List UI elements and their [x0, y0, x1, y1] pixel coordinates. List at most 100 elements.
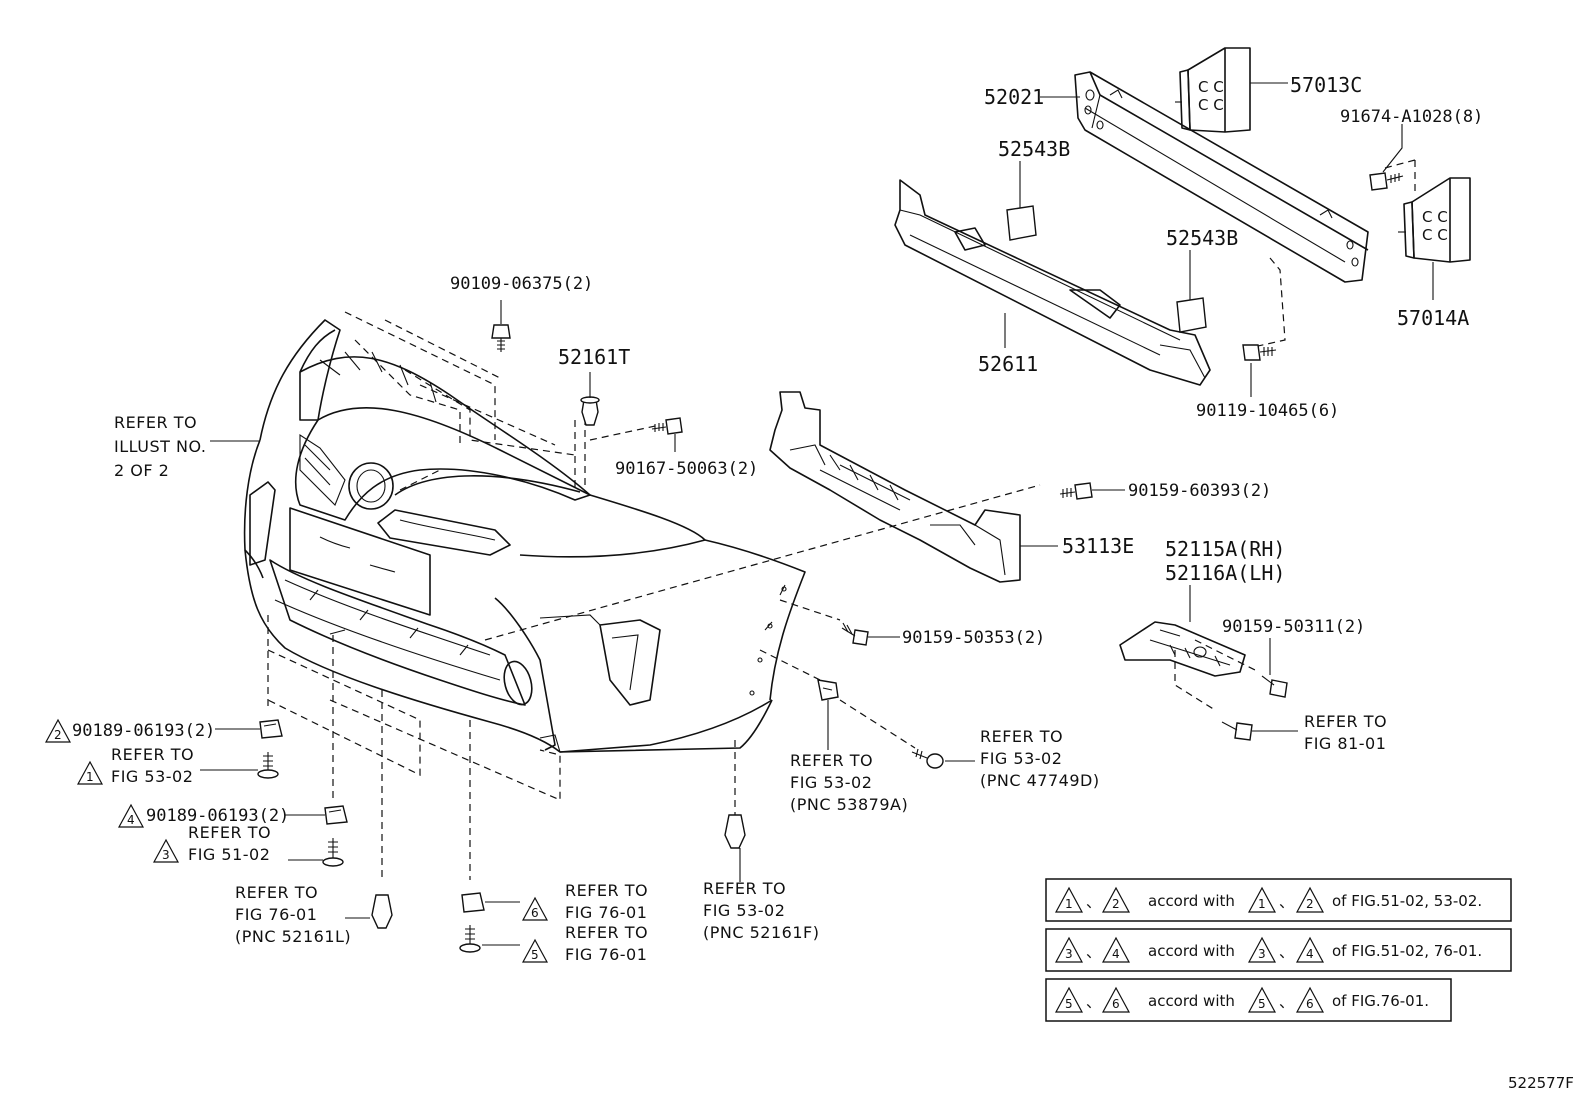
svg-text:、: 、	[1279, 893, 1294, 911]
svg-text:、: 、	[1086, 893, 1101, 911]
side-bracket-52115a	[1119, 621, 1246, 677]
svg-text:2: 2	[1306, 897, 1314, 911]
leader-lines	[200, 82, 1434, 946]
screw-tri5-icon	[459, 925, 481, 953]
ref-fig5302-53879a: REFER TO FIG 53-02 (PNC 53879A)	[790, 751, 908, 814]
energy-absorber-52611	[894, 179, 1211, 386]
triangle-markers: 2 1 4 3 6 5	[44, 718, 549, 963]
assembly-dashed-lines	[267, 159, 1416, 880]
svg-text:4: 4	[127, 813, 135, 827]
reference-labels: REFER TO ILLUST NO. 2 OF 2 REFER TO FIG …	[111, 413, 1393, 964]
svg-text:2: 2	[54, 728, 62, 742]
pad-52543b-mid	[1176, 297, 1207, 333]
triangle-5-icon: 5	[521, 938, 549, 963]
legend-row-3: 5 、 6 accord with 5 、 6 of FIG.76-01.	[1045, 978, 1452, 1022]
nut-90189-a-icon	[259, 719, 283, 739]
ref-fig7601-52161l: REFER TO FIG 76-01 (PNC 52161L)	[235, 883, 351, 946]
label-90109: 90109-06375(2)	[450, 274, 593, 294]
svg-text:、: 、	[1086, 943, 1101, 961]
diagram-id: 522577F	[1508, 1074, 1574, 1092]
label-90159-50311: 90159-50311(2)	[1222, 617, 1365, 637]
bolt-90159-60393-icon	[1059, 482, 1093, 500]
svg-text:6: 6	[531, 906, 539, 920]
svg-text:3: 3	[1258, 947, 1266, 961]
svg-text:1: 1	[1065, 897, 1073, 911]
screw-tri1-icon	[257, 752, 279, 779]
svg-text:4: 4	[1306, 947, 1314, 961]
svg-text:1: 1	[86, 770, 94, 784]
triangle-4-icon: 4	[117, 803, 145, 828]
screw-tri3-icon	[322, 838, 344, 867]
ref-illust: REFER TO ILLUST NO. 2 OF 2	[114, 413, 212, 480]
label-57013c: 57013C	[1290, 73, 1362, 97]
screw-47749d-icon	[911, 748, 944, 769]
label-52543b-top: 52543B	[998, 137, 1070, 161]
bolt-90159-50311-icon	[1261, 675, 1288, 698]
label-57014a: 57014A	[1397, 306, 1469, 330]
ref-fig7601-tri5: REFER TO FIG 76-01	[565, 923, 654, 964]
svg-text:C C: C C	[1422, 226, 1448, 244]
triangle-1-icon: 1	[76, 760, 104, 785]
label-90189-b: 90189-06193(2)	[146, 806, 289, 826]
ref-fig8101: REFER TO FIG 81-01	[1304, 712, 1393, 753]
under-cover-53113e	[769, 391, 1021, 583]
label-52116a: 52116A(LH)	[1165, 561, 1285, 585]
legend-row-2: 3 、 4 accord with 3 、 4 of FIG.51-02, 76…	[1045, 928, 1512, 972]
svg-text:3: 3	[162, 848, 170, 862]
label-91674: 91674-A1028(8)	[1340, 107, 1483, 127]
svg-text:5: 5	[531, 948, 539, 962]
triangle-2-icon: 2	[44, 718, 72, 743]
bracket-57014a: C C C C	[1398, 177, 1471, 263]
svg-text:1: 1	[1258, 897, 1266, 911]
bracket-57013c: C C C C	[1175, 47, 1251, 133]
bolt-90159-50353-icon	[841, 622, 869, 646]
svg-text:accord with: accord with	[1148, 942, 1235, 960]
svg-text:of FIG.51-02, 53-02.: of FIG.51-02, 53-02.	[1332, 892, 1482, 910]
svg-text:of FIG.51-02, 76-01.: of FIG.51-02, 76-01.	[1332, 942, 1482, 960]
svg-text:2: 2	[1112, 897, 1120, 911]
svg-text:4: 4	[1112, 947, 1120, 961]
legend-row-1: 1 、 2 accord with 1 、 2 of FIG.51-02, 53…	[1045, 878, 1512, 922]
svg-text:C C: C C	[1422, 208, 1448, 226]
svg-text:accord with: accord with	[1148, 992, 1235, 1010]
bolt-90119-icon	[1242, 344, 1277, 361]
front-bumper-cover	[243, 319, 806, 753]
part-labels: 52021 57013C 91674-A1028(8) 52543B 52543…	[72, 73, 1483, 826]
svg-text:、: 、	[1279, 943, 1294, 961]
label-90159-50353: 90159-50353(2)	[902, 628, 1045, 648]
label-90189-a: 90189-06193(2)	[72, 721, 215, 741]
svg-text:6: 6	[1306, 997, 1314, 1011]
pad-52543b-top	[1006, 205, 1037, 241]
label-52021: 52021	[984, 85, 1044, 109]
label-52161t: 52161T	[558, 345, 630, 369]
label-52543b-mid: 52543B	[1166, 226, 1238, 250]
triangle-3-icon: 3	[152, 838, 180, 863]
svg-text:of FIG.76-01.: of FIG.76-01.	[1332, 992, 1429, 1010]
ref-fig5102-tri3: REFER TO FIG 51-02	[188, 823, 277, 864]
clip-52161t-icon	[580, 396, 600, 426]
ref-fig5302-52161f: REFER TO FIG 53-02 (PNC 52161F)	[703, 879, 819, 942]
clip-52161f-icon	[724, 814, 746, 849]
bolt-90167-icon	[651, 417, 683, 435]
ref-fig5302-47749d: REFER TO FIG 53-02 (PNC 47749D)	[980, 727, 1100, 790]
nut-90189-b-icon	[324, 805, 348, 825]
svg-text:、: 、	[1086, 993, 1101, 1011]
svg-text:accord with: accord with	[1148, 892, 1235, 910]
label-90167: 90167-50063(2)	[615, 459, 758, 479]
bolt-91674-icon	[1369, 172, 1404, 191]
bolt-90109-icon	[491, 324, 511, 352]
ref-fig7601-tri6: REFER TO FIG 76-01	[565, 881, 654, 922]
bolt-fig8101-icon	[1221, 721, 1253, 741]
clip-52161l-icon	[371, 894, 393, 929]
nut-tri6-icon	[461, 892, 485, 913]
ref-fig5302-tri1: REFER TO FIG 53-02	[111, 745, 200, 786]
svg-text:5: 5	[1258, 997, 1266, 1011]
fasteners	[257, 172, 1404, 953]
svg-text:6: 6	[1112, 997, 1120, 1011]
svg-text:C C: C C	[1198, 96, 1224, 114]
clip-53879a-icon	[817, 679, 839, 701]
bumper-reinforcement-52021	[1074, 71, 1369, 283]
label-52115a: 52115A(RH)	[1165, 537, 1285, 561]
label-90159-60393: 90159-60393(2)	[1128, 481, 1271, 501]
